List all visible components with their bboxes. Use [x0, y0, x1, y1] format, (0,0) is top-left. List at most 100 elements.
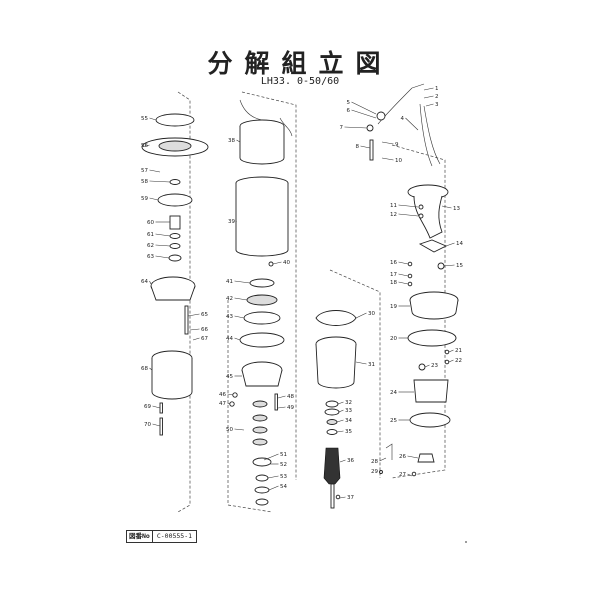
callout-57: 57 — [141, 168, 148, 174]
callout-leader-40 — [272, 261, 282, 265]
part-63-nut — [168, 254, 182, 262]
callout-leader-5 — [351, 101, 377, 115]
callout-leader-62 — [155, 244, 171, 247]
callout-13: 13 — [453, 206, 460, 212]
callout-leader-2 — [423, 95, 434, 99]
callout-43: 43 — [226, 314, 233, 320]
callout-leader-34 — [336, 419, 344, 423]
callout-54: 54 — [280, 484, 287, 490]
part-3-cable — [419, 103, 433, 167]
callout-37: 37 — [347, 495, 354, 501]
callout-8: 8 — [356, 144, 360, 150]
callout-68: 68 — [141, 366, 148, 372]
part-50-seal-a — [252, 400, 268, 408]
part-27-screw — [411, 471, 417, 477]
part-24-suction-cover — [413, 379, 449, 403]
callout-leader-43 — [234, 315, 245, 319]
part-38-stator — [239, 126, 285, 165]
callout-36: 36 — [347, 458, 354, 464]
part-31-casing — [315, 343, 357, 389]
part-59-plate — [157, 193, 193, 207]
left-column-parts — [141, 113, 209, 436]
part-44-o-ring — [239, 332, 285, 348]
callout-34: 34 — [345, 418, 352, 424]
callout-51: 51 — [280, 452, 287, 458]
part-41-bearing-cap — [249, 278, 275, 288]
callout-leader-47 — [227, 402, 231, 405]
drawing-number-label: 図番No — [127, 531, 153, 542]
callout-62: 62 — [147, 243, 154, 249]
part-50-seal-d — [252, 438, 268, 446]
callout-7: 7 — [340, 125, 344, 131]
callout-61: 61 — [147, 232, 154, 238]
callout-leader-30 — [355, 312, 367, 319]
part-55-o-ring — [155, 113, 195, 127]
callout-58: 58 — [141, 179, 148, 185]
part-36-rotor — [323, 447, 341, 485]
callout-leader-17 — [398, 273, 409, 277]
callout-21: 21 — [455, 348, 462, 354]
callout-leader-63 — [155, 255, 170, 259]
part-21-screw — [444, 349, 450, 355]
part-39-frame — [235, 183, 289, 257]
callout-1: 1 — [435, 86, 439, 92]
part-56-hub — [158, 140, 192, 152]
callout-4: 4 — [401, 116, 405, 122]
model-number: LH33. 0-50/60 — [260, 76, 340, 87]
callout-18: 18 — [390, 280, 397, 286]
callout-leader-41 — [234, 280, 251, 284]
part-53-ring — [255, 474, 269, 482]
part-26-fitting — [417, 453, 435, 463]
callout-leader-70 — [152, 423, 161, 427]
part-52-seal — [252, 457, 272, 467]
callout-65: 65 — [201, 312, 208, 318]
part-34-seal — [326, 419, 338, 425]
part-47-screw — [229, 401, 235, 407]
part-54-ring — [254, 486, 270, 494]
centre-left-column-parts — [229, 99, 293, 506]
callout-leader-21 — [448, 349, 454, 353]
callout-leader-10 — [381, 157, 394, 161]
callout-leader-36 — [339, 459, 346, 463]
callout-leader-22 — [448, 359, 454, 363]
callout-leader-11 — [398, 204, 419, 208]
callout-leader-23 — [424, 364, 430, 368]
callout-2: 2 — [435, 94, 439, 100]
scan-speck — [465, 541, 467, 543]
callout-31: 31 — [368, 362, 375, 368]
callout-leader-39 — [235, 220, 237, 223]
callout-leader-53 — [267, 475, 279, 479]
callout-leader-61 — [155, 233, 171, 237]
part-58-washer — [169, 179, 181, 185]
callout-66: 66 — [201, 327, 208, 333]
part-69-bolt — [159, 402, 163, 414]
part-46-screw — [232, 392, 238, 398]
callout-28: 28 — [371, 459, 378, 465]
callout-50: 50 — [226, 427, 233, 433]
callout-20: 20 — [390, 336, 397, 342]
part-35-ring — [326, 429, 338, 435]
callout-52: 52 — [280, 462, 287, 468]
callout-60: 60 — [147, 220, 154, 226]
callout-leader-51 — [263, 453, 279, 461]
callout-3: 3 — [435, 102, 439, 108]
callout-11: 11 — [390, 203, 397, 209]
callout-56: 56 — [141, 143, 148, 149]
callout-leader-18 — [398, 281, 409, 285]
callout-leader-13 — [441, 205, 452, 209]
part-61-washer — [169, 233, 181, 239]
callout-leader-33 — [338, 409, 344, 413]
part-20-o-ring — [407, 329, 457, 347]
callout-49: 49 — [287, 405, 294, 411]
callout-29: 29 — [371, 469, 378, 475]
part-40-screw — [268, 261, 274, 267]
callout-leader-69 — [152, 405, 161, 409]
callout-55: 55 — [141, 116, 148, 122]
callout-leader-64 — [149, 280, 152, 285]
part-50-seal-c — [252, 426, 268, 434]
part-25-o-ring — [409, 412, 451, 428]
part-7-clamp — [366, 124, 374, 132]
callout-leader-46 — [227, 393, 234, 396]
callout-leader-55 — [149, 117, 157, 121]
part-11-screw — [418, 204, 424, 210]
